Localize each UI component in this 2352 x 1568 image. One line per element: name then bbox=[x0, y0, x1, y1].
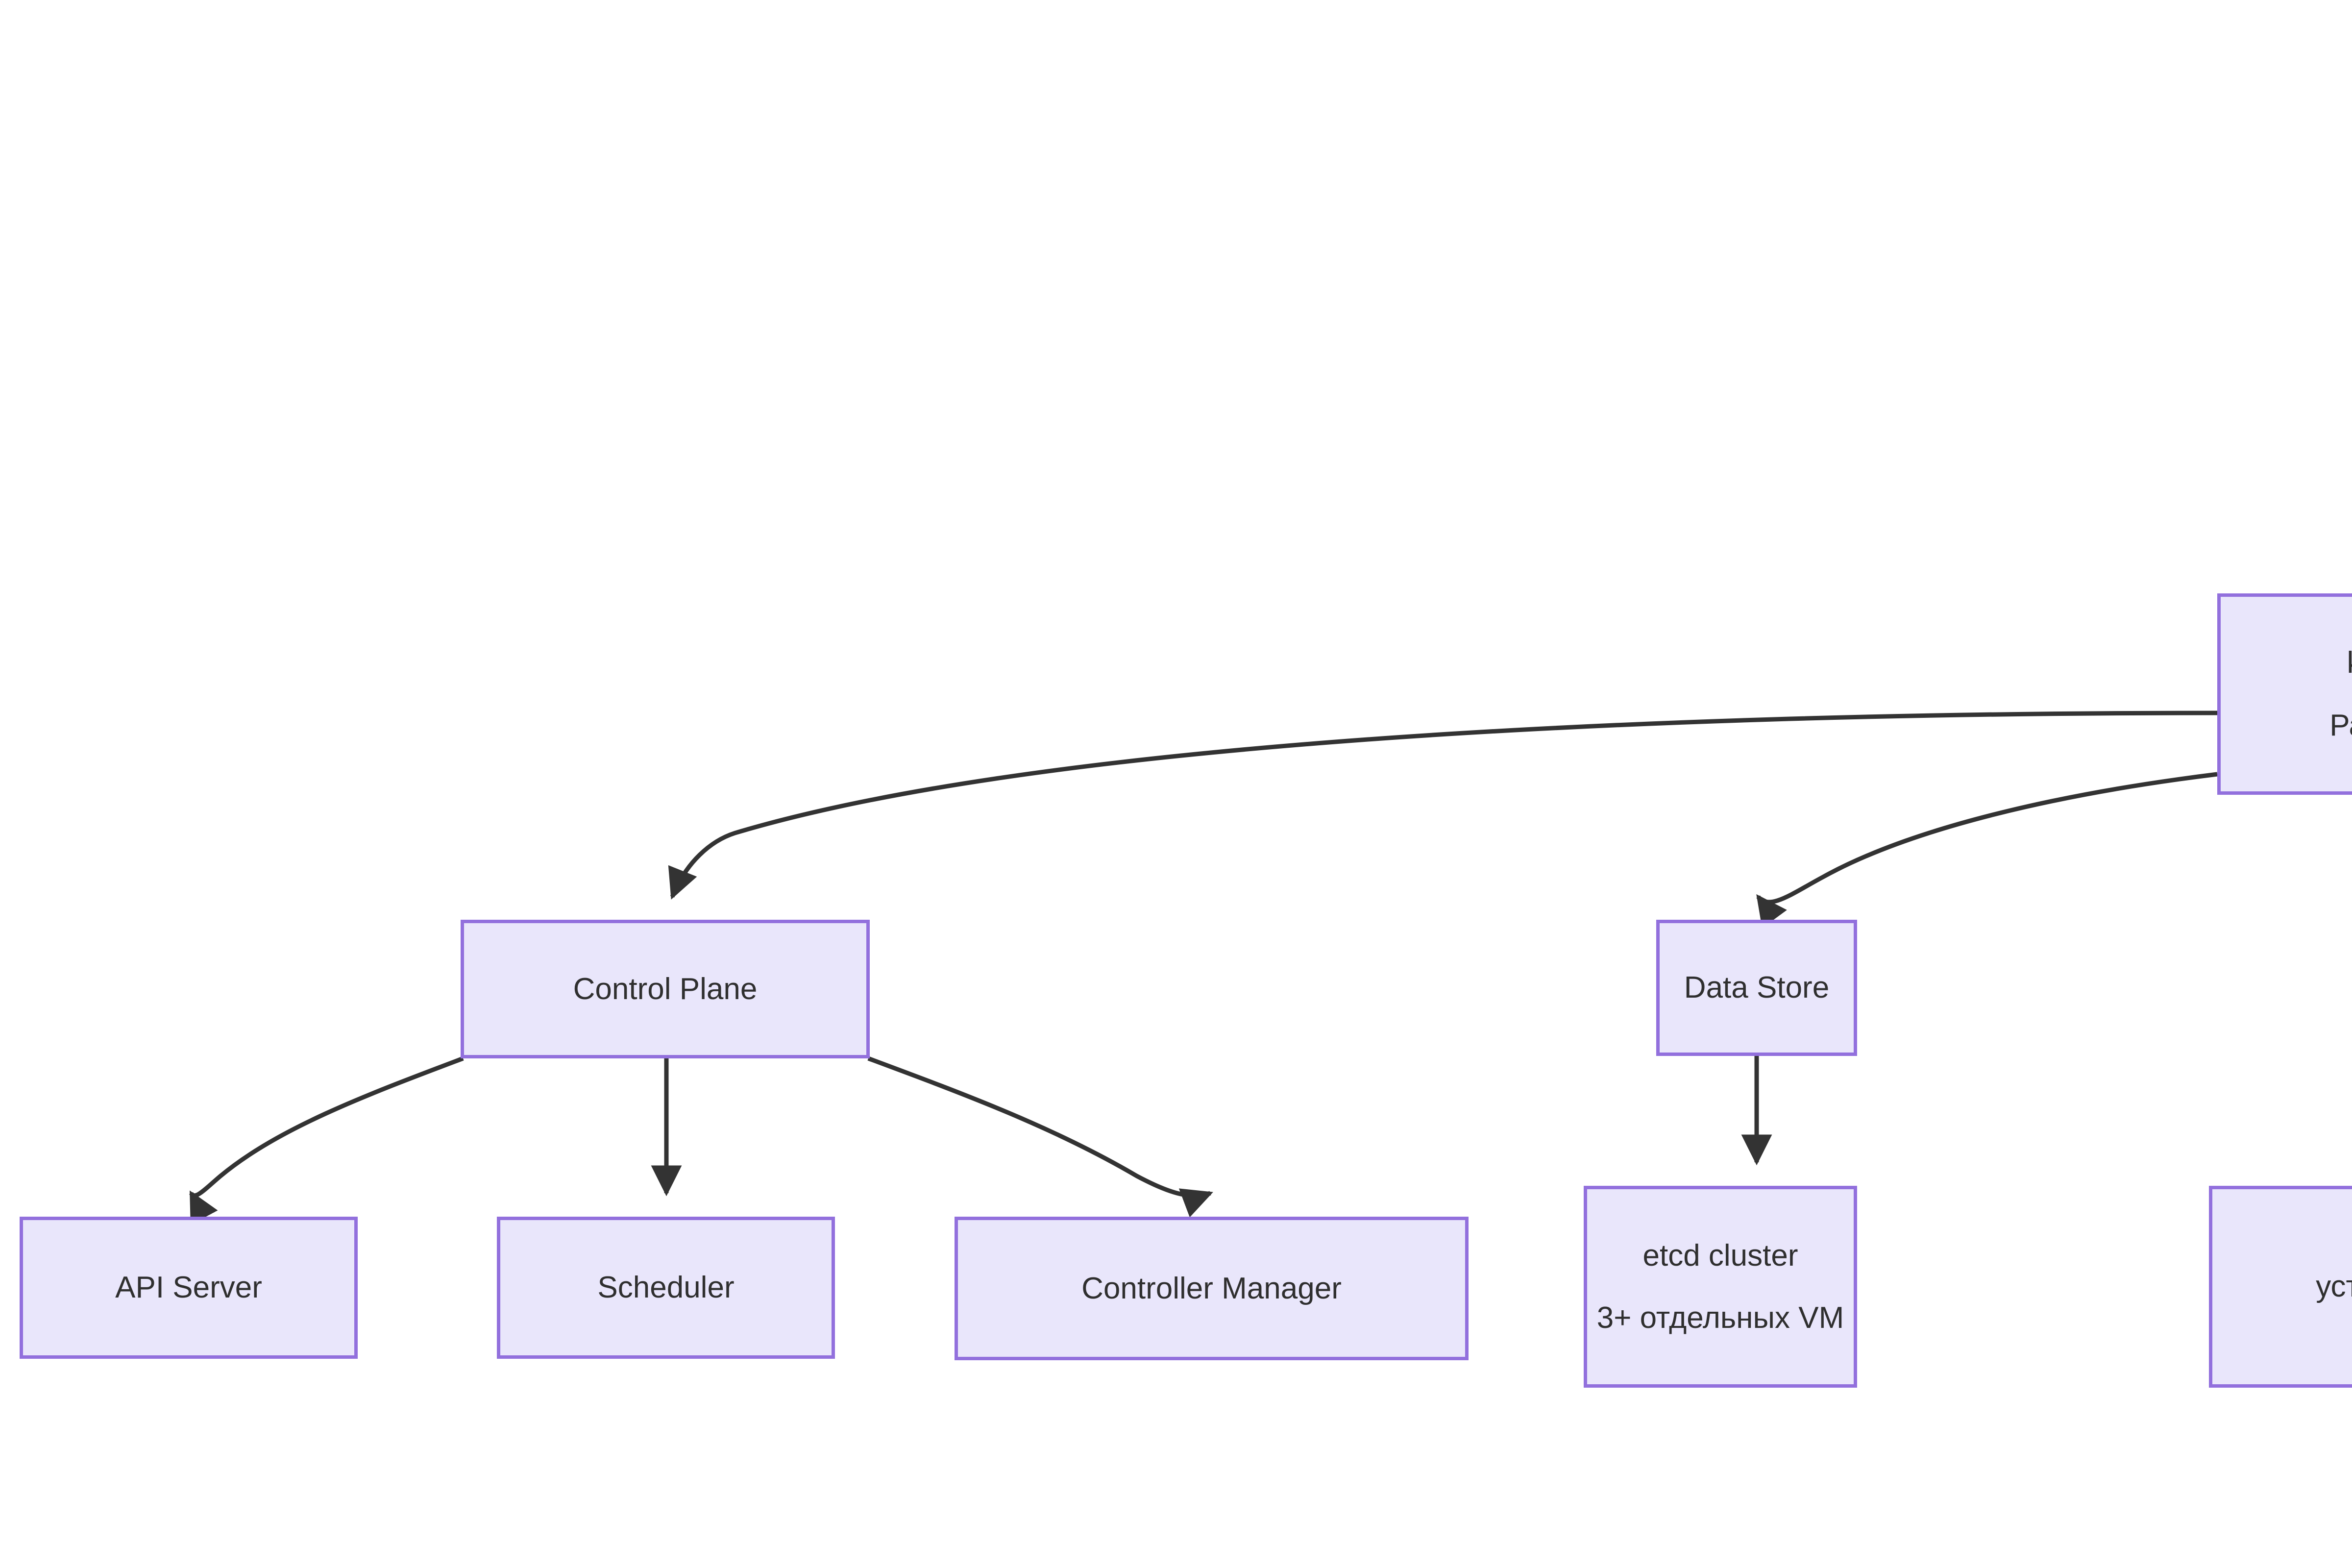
node-api-server[interactable]: API Server bbox=[20, 1217, 358, 1359]
node-worker-nodes-label: уста bbox=[2316, 1270, 2352, 1304]
node-data-store-label: Data Store bbox=[1684, 971, 1830, 1005]
node-etcd-cluster-line-1: etcd cluster bbox=[1642, 1238, 1798, 1273]
node-etcd-cluster-line-2: 3+ отдельных VM bbox=[1596, 1301, 1844, 1335]
edge-root-to-data-store bbox=[1756, 772, 2218, 929]
node-etcd-cluster[interactable]: etcd cluster 3+ отдельных VM bbox=[1584, 1186, 1857, 1388]
node-api-server-label: API Server bbox=[115, 1271, 262, 1305]
node-data-store[interactable]: Data Store bbox=[1656, 920, 1857, 1056]
node-scheduler-label: Scheduler bbox=[597, 1271, 735, 1305]
node-worker-nodes[interactable]: уста bbox=[2209, 1186, 2352, 1388]
node-root-line-2: Раз bbox=[2329, 708, 2352, 742]
node-scheduler[interactable]: Scheduler bbox=[497, 1217, 835, 1359]
edge-control-plane-to-controller-manager bbox=[867, 1056, 1213, 1218]
node-root-line-1: k bbox=[2347, 647, 2352, 679]
node-control-plane[interactable]: Control Plane bbox=[461, 920, 870, 1058]
edge-root-to-control-plane bbox=[668, 710, 2218, 900]
node-root[interactable]: k Раз bbox=[2217, 593, 2352, 795]
node-control-plane-label: Control Plane bbox=[573, 972, 758, 1006]
edge-control-plane-to-api-server bbox=[189, 1056, 464, 1225]
node-controller-manager[interactable]: Controller Manager bbox=[955, 1217, 1469, 1360]
node-controller-manager-label: Controller Manager bbox=[1081, 1271, 1342, 1305]
